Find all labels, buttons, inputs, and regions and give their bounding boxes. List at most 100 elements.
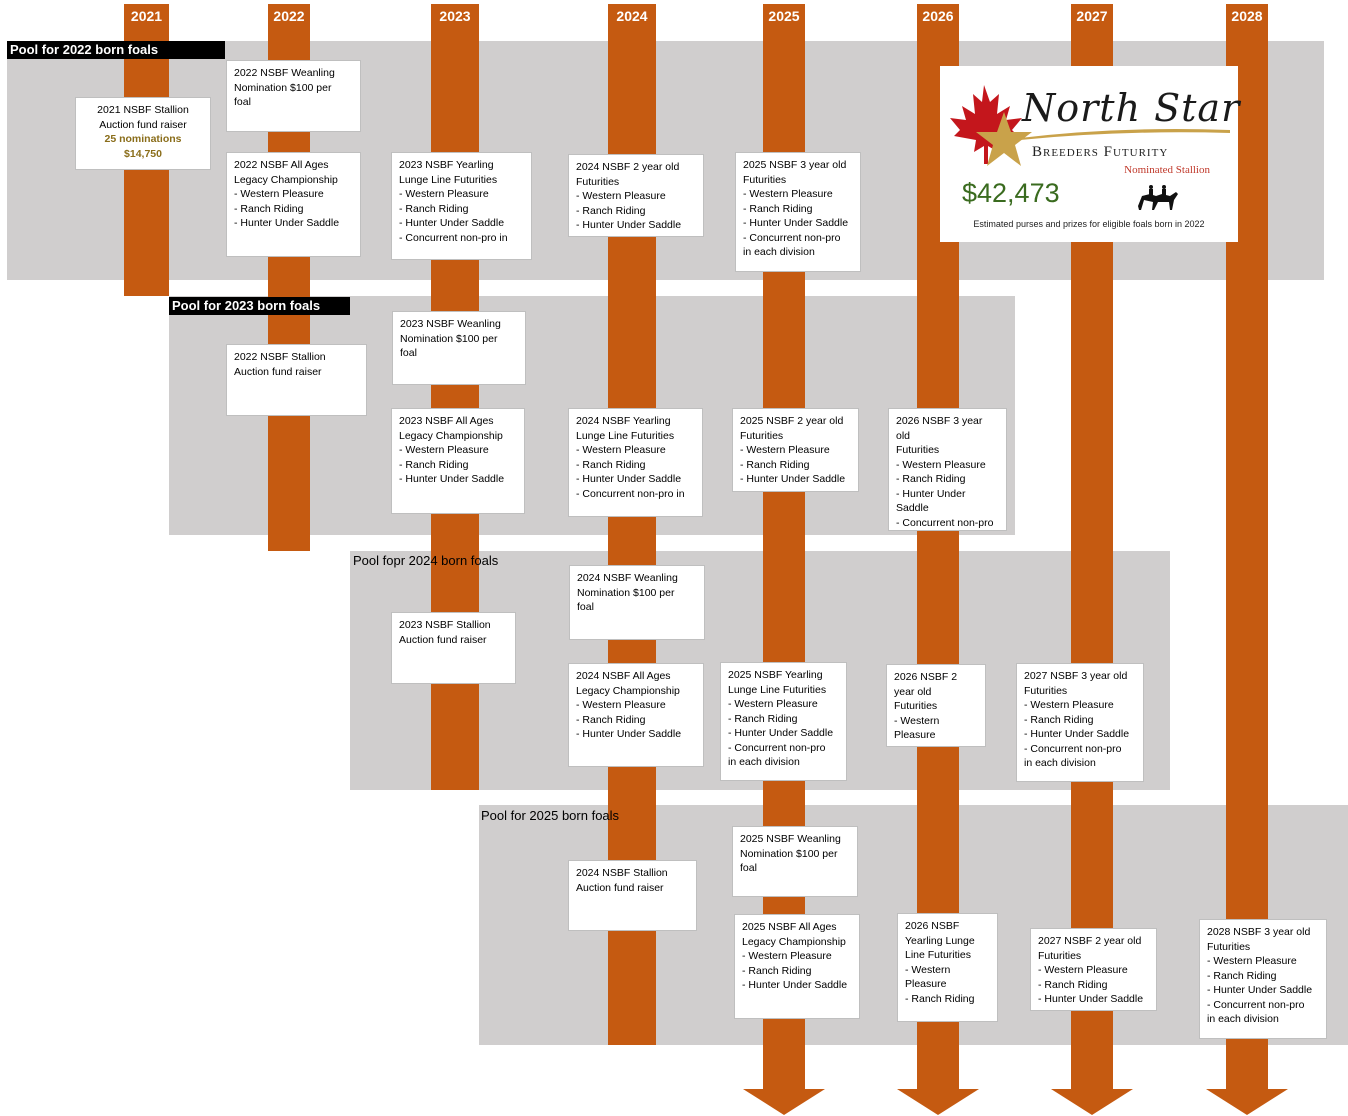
box-line: 2028 NSBF 3 year old (1207, 926, 1311, 938)
box-line: foal (740, 862, 757, 874)
box-line: year old (894, 685, 932, 698)
box-line: Auction fund raiser (576, 881, 664, 894)
box-line: 2024 NSBF All Ages (576, 670, 671, 682)
box-line: Futurities (743, 173, 787, 186)
box-line: in each division (728, 756, 800, 768)
box-line: - Ranch Riding (740, 458, 810, 471)
box-line: 2026 NSBF 2 (894, 671, 958, 683)
box-line: Auction fund raiser (99, 118, 187, 131)
box-line: - Concurrent non-pro (896, 516, 994, 529)
year-label-2023: 2023 (439, 8, 471, 24)
box-line: - Ranch Riding (399, 458, 469, 471)
pool-label-2023: Pool for 2023 born foals (169, 297, 350, 315)
box-line: - Western Pleasure (1024, 699, 1114, 711)
box-line: 2022 NSBF Weanling (234, 67, 335, 79)
box-line: - Western Pleasure (1207, 955, 1297, 967)
box-line: - Concurrent non-pro in (399, 231, 508, 244)
box-line: 2026 NSBF 3 year old (896, 415, 983, 442)
year-label-2027: 2027 (1076, 8, 1108, 24)
box-line: - Hunter Under Saddle (728, 727, 834, 739)
box-line: - Hunter Under Saddle (576, 473, 682, 485)
box-line: - Hunter Under Saddle (1207, 984, 1313, 996)
box-line: Pleasure (894, 729, 936, 741)
year-label-2028: 2028 (1231, 8, 1263, 24)
box-line: - Hunter Under Saddle (1038, 993, 1144, 1005)
box-line: - Ranch Riding (1024, 713, 1094, 726)
box-line: Futurities (894, 700, 938, 712)
box-line: 2024 NSBF Weanling (577, 572, 678, 584)
box-line: - Western Pleasure (234, 188, 324, 200)
arrow-head-2027 (1051, 1089, 1133, 1115)
year-label-2026: 2026 (922, 8, 954, 24)
arrow-head-2028 (1206, 1089, 1288, 1115)
year-label-2021: 2021 (130, 8, 163, 24)
north-star-logo-panel: North Star Breeders Futurity Nominated S… (940, 66, 1241, 242)
brand-name: North Star (1022, 86, 1241, 130)
box-line: - Ranch Riding (234, 202, 304, 215)
box-line: 2026 NSBF (905, 920, 960, 932)
box-line: - Ranch Riding (742, 964, 812, 977)
box-line: Lunge Line Futurities (728, 683, 827, 696)
maple-leaf-icon (950, 85, 1022, 164)
box-line: 2027 NSBF 2 year old (1038, 935, 1142, 947)
box-line: Nomination $100 per (400, 332, 498, 345)
box-line: - Hunter Under Saddle (234, 217, 340, 229)
box-line: Lunge Line Futurities (576, 429, 675, 442)
box-line: in each division (743, 246, 815, 258)
pool-label-2024: Pool fopr 2024 born foals (353, 553, 499, 568)
box-line: Auction fund raiser (234, 365, 322, 378)
box-line: - Hunter Under Saddle (742, 979, 848, 991)
box-line: - Western Pleasure (576, 444, 666, 456)
box-line: Legacy Championship (742, 935, 846, 948)
brand-subtitle: Breeders Futurity (1032, 144, 1169, 160)
box-line: - Hunter Under Saddle (576, 728, 682, 740)
box-line: - Ranch Riding (576, 204, 646, 217)
box-line: - Western Pleasure (728, 698, 818, 710)
box-line: 2024 NSBF Yearling (576, 415, 671, 427)
box-line: Auction fund raiser (399, 633, 487, 646)
box-line: - Ranch Riding (743, 202, 813, 215)
horse-riders-icon (1138, 185, 1178, 210)
box-line: - Western Pleasure (742, 950, 832, 962)
box-line: Saddle (896, 502, 929, 514)
box-line: 2023 NSBF Stallion (399, 619, 491, 631)
box-line: Lunge Line Futurities (399, 173, 498, 186)
box-line: - Hunter Under Saddle (743, 217, 849, 229)
box-line: 2023 NSBF Weanling (400, 318, 501, 330)
box-line: 2024 NSBF Stallion (576, 867, 668, 879)
box-line: 2025 NSBF Yearling (728, 669, 823, 681)
box-line: in each division (1207, 1013, 1279, 1025)
year-label-2025: 2025 (768, 8, 800, 24)
box-line: - Concurrent non-pro (1024, 742, 1122, 755)
estimated-purse-note: Estimated purses and prizes for eligible… (973, 219, 1205, 229)
box-line: - Hunter Under (896, 487, 966, 500)
box-line: - Western Pleasure (896, 458, 986, 471)
arrow-head-2026 (897, 1089, 979, 1115)
box-line: in each division (1024, 757, 1096, 769)
box-line: - Western Pleasure (399, 444, 489, 456)
box-line: - Concurrent non-pro (743, 231, 841, 244)
box-line: 2027 NSBF 3 year old (1024, 670, 1128, 682)
box-line: - Concurrent non-pro (728, 741, 826, 754)
box-line: foal (234, 96, 251, 108)
box-line: - Hunter Under Saddle (576, 219, 682, 231)
box-line: - Concurrent non-pro (1207, 998, 1305, 1011)
year-label-2022: 2022 (273, 8, 305, 24)
box-line: Yearling Lunge (905, 934, 975, 947)
box-line: - Western (894, 714, 940, 727)
box-line: Nomination $100 per (234, 81, 332, 94)
box-line: - Hunter Under Saddle (740, 473, 846, 485)
box-line: 2025 NSBF 3 year old (743, 159, 847, 171)
box-line: foal (577, 601, 594, 613)
box-line: - Western Pleasure (576, 190, 666, 202)
